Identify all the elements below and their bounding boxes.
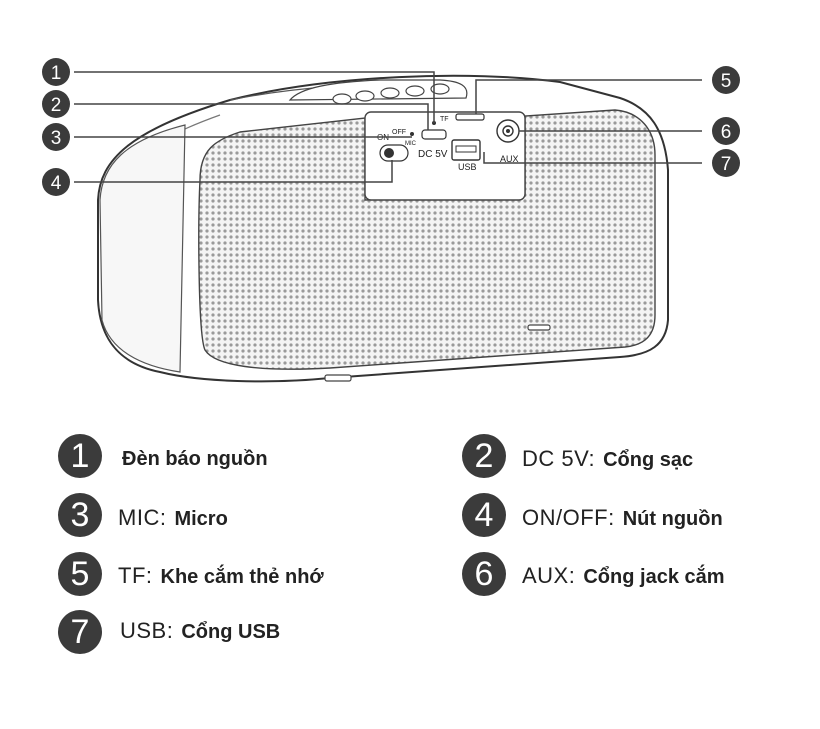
- legend-desc-7: Cổng USB: [181, 621, 281, 643]
- port-panel: ON OFF MIC DC 5V TF USB AUX: [364, 111, 526, 201]
- label-usb: USB: [458, 162, 477, 172]
- foot-left: [324, 374, 352, 382]
- callout-6: 6: [712, 117, 740, 145]
- svg-text:1: 1: [51, 63, 62, 84]
- speaker-grille: [198, 109, 656, 370]
- legend-code-4: ON/OFF:: [522, 505, 615, 530]
- legend-desc-3: Micro: [174, 508, 228, 530]
- legend-code-6: AUX:: [522, 563, 576, 588]
- callout-3: 3: [42, 123, 70, 151]
- legend-item-7: USB: Cổng USB: [120, 618, 280, 644]
- legend-badge-7: 7: [58, 610, 102, 654]
- legend-desc-4: Nút nguồn: [622, 508, 723, 530]
- legend-badge-4: 4: [462, 493, 506, 537]
- power-switch-knob: [384, 148, 394, 158]
- legend-desc-1: Đèn báo nguồn: [122, 448, 268, 470]
- dc-port: [421, 129, 447, 140]
- callout-1: 1: [42, 58, 70, 86]
- legend-badge-5: 5: [58, 552, 102, 596]
- legend-badge-1: 1: [58, 434, 102, 478]
- legend-badge-6: 6: [462, 552, 506, 596]
- legend-desc-6: Cổng jack cắm: [583, 566, 725, 588]
- speaker-diagram: ON OFF MIC DC 5V TF USB AUX 1 2: [42, 58, 740, 383]
- legend-item-3: MIC: Micro: [118, 505, 228, 531]
- callout-4: 4: [42, 168, 70, 196]
- callout-5: 5: [712, 66, 740, 94]
- legend-badge-3: 3: [58, 493, 102, 537]
- legend-item-5: TF: Khe cắm thẻ nhớ: [118, 563, 324, 589]
- label-aux: AUX: [500, 154, 519, 164]
- legend-item-2: DC 5V: Cổng sạc: [522, 446, 693, 472]
- svg-text:4: 4: [51, 173, 62, 194]
- svg-text:2: 2: [51, 95, 62, 116]
- legend-item-6: AUX: Cổng jack cắm: [522, 563, 725, 589]
- tf-slot: [455, 113, 485, 121]
- legend-desc-5: Khe cắm thẻ nhớ: [160, 566, 324, 588]
- legend-code-5: TF:: [118, 563, 153, 588]
- side-panel: [99, 124, 186, 373]
- svg-text:3: 3: [51, 128, 62, 149]
- legend-code-7: USB:: [120, 618, 174, 643]
- label-off: OFF: [392, 129, 406, 136]
- legend-badge-2: 2: [462, 434, 506, 478]
- legend-item-4: ON/OFF: Nút nguồn: [522, 505, 723, 531]
- foot-right: [527, 324, 551, 331]
- leader-lines: [74, 71, 702, 183]
- led-dot: [410, 132, 414, 136]
- legend-code-3: MIC:: [118, 505, 167, 530]
- callout-2: 2: [42, 90, 70, 118]
- label-mic: MIC: [405, 141, 417, 147]
- callout-7: 7: [712, 149, 740, 177]
- legend-code-2: DC 5V:: [522, 446, 596, 471]
- svg-text:5: 5: [721, 71, 732, 92]
- legend-desc-2: Cổng sạc: [603, 449, 694, 471]
- svg-text:6: 6: [721, 122, 732, 143]
- legend-item-1: Đèn báo nguồn: [122, 445, 268, 471]
- label-tf: TF: [440, 116, 449, 123]
- label-dc5v: DC 5V: [418, 149, 448, 160]
- svg-text:7: 7: [721, 154, 732, 175]
